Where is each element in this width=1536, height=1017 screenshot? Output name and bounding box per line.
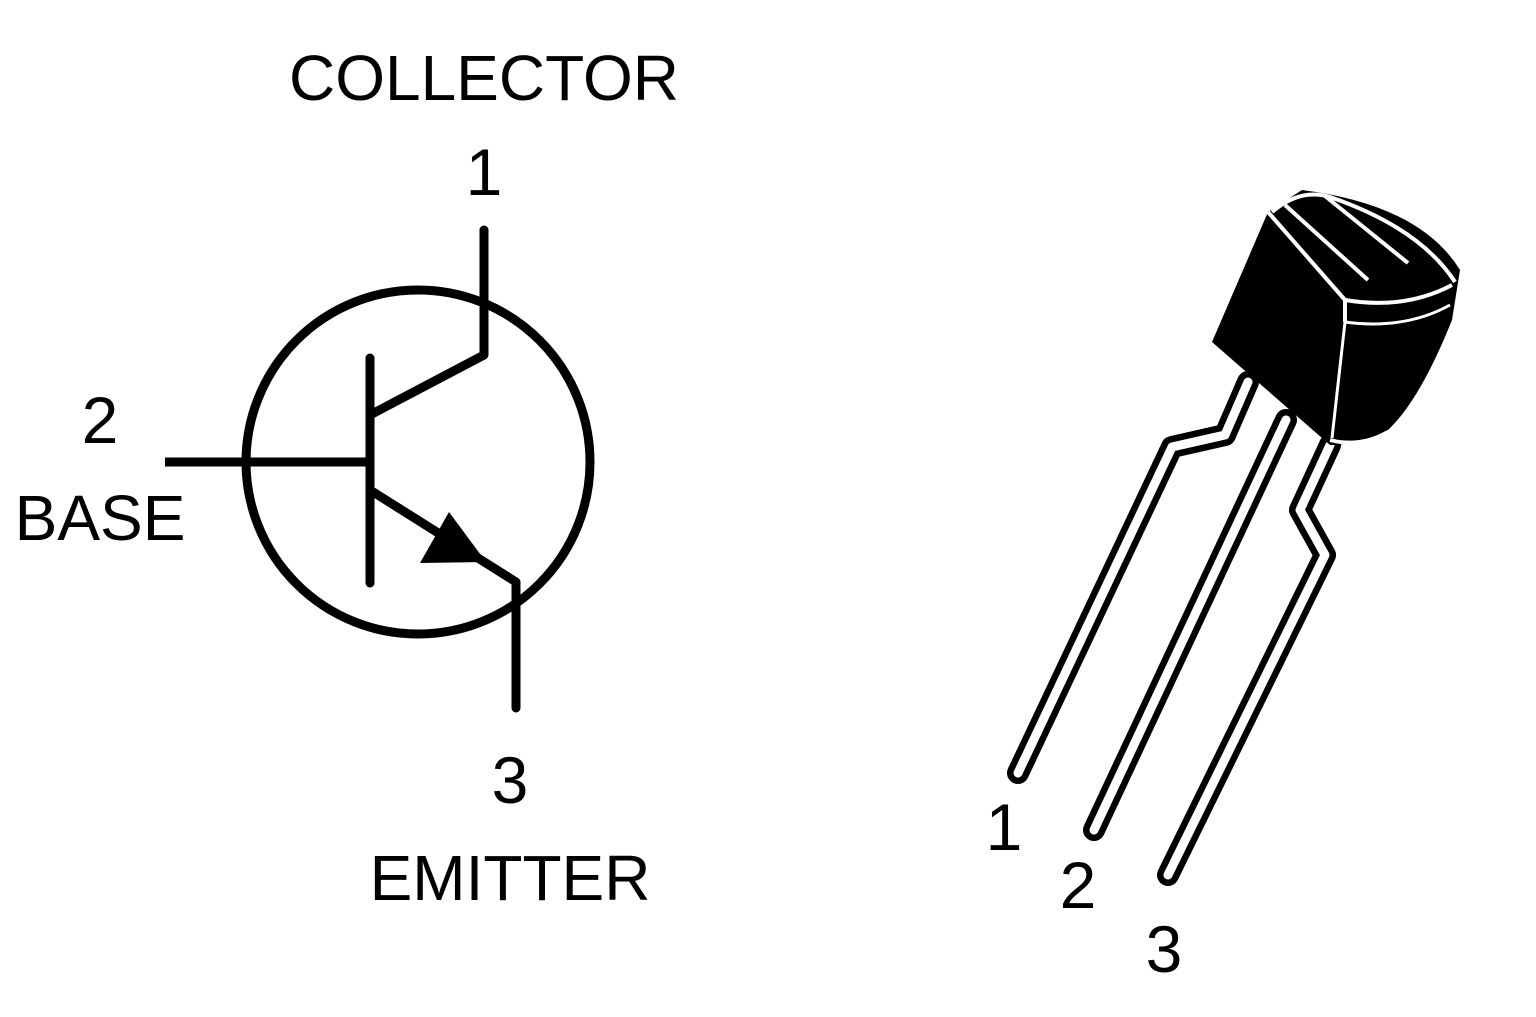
package-lead-3 <box>1157 434 1341 886</box>
package-body <box>1212 190 1460 445</box>
to-92-package-icon <box>1007 190 1460 886</box>
base-label: BASE <box>15 482 186 554</box>
emitter-pin-number: 3 <box>492 743 529 817</box>
package-lead-1 <box>1007 371 1259 784</box>
collector-pin-number: 1 <box>466 135 503 209</box>
package-lead-1-label: 1 <box>986 790 1023 864</box>
collector-label: COLLECTOR <box>289 42 679 114</box>
package-lead-3-label: 3 <box>1146 912 1183 986</box>
base-pin-number: 2 <box>82 383 119 457</box>
collector-diagonal <box>367 351 487 419</box>
npn-transistor-symbol-icon <box>165 225 595 713</box>
emitter-label: EMITTER <box>370 842 651 914</box>
package-lead-2-label: 2 <box>1060 848 1097 922</box>
emitter-arrow-icon <box>420 512 486 563</box>
package-lead-2 <box>1083 409 1297 841</box>
